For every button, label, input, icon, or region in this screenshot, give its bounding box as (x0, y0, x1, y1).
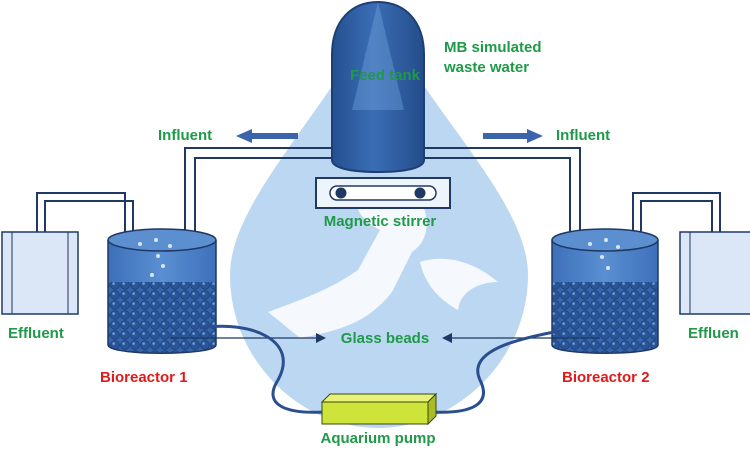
bioreactor-2-label: Bioreactor 2 (562, 369, 650, 386)
aquarium-pump-label: Aquarium pump (321, 430, 436, 447)
bioreactor-1-label: Bioreactor 1 (100, 369, 188, 386)
effluent-label-right: Effluen (688, 325, 739, 342)
effluent-container-left (1, 231, 79, 315)
feed-tank: Feed tank (331, 0, 425, 174)
magnetic-stirrer-label: Magnetic stirrer (324, 213, 437, 230)
bioreactor-1 (107, 228, 217, 354)
influent-tubing (184, 147, 581, 248)
aquarium-pump (320, 392, 438, 426)
air-tubing (199, 324, 566, 414)
wastewater-label-line2: waste water (443, 59, 529, 76)
influent-label-right: Influent (556, 127, 610, 144)
water-drop-watermark (230, 8, 528, 428)
influent-arrow-left (236, 129, 298, 143)
effluent-label-left: Effluent (8, 325, 64, 342)
wastewater-label-line1: MB simulated (444, 39, 542, 56)
glass-beads-pointer-left (170, 333, 326, 343)
glass-beads-label: Glass beads (341, 330, 429, 347)
feed-tank-label: Feed tank (350, 67, 421, 84)
effluent-container-right (679, 231, 750, 315)
influent-arrow-right (483, 129, 543, 143)
magnetic-stirrer (315, 177, 451, 209)
influent-label-left: Influent (158, 127, 212, 144)
bioreactor-2 (551, 228, 659, 354)
